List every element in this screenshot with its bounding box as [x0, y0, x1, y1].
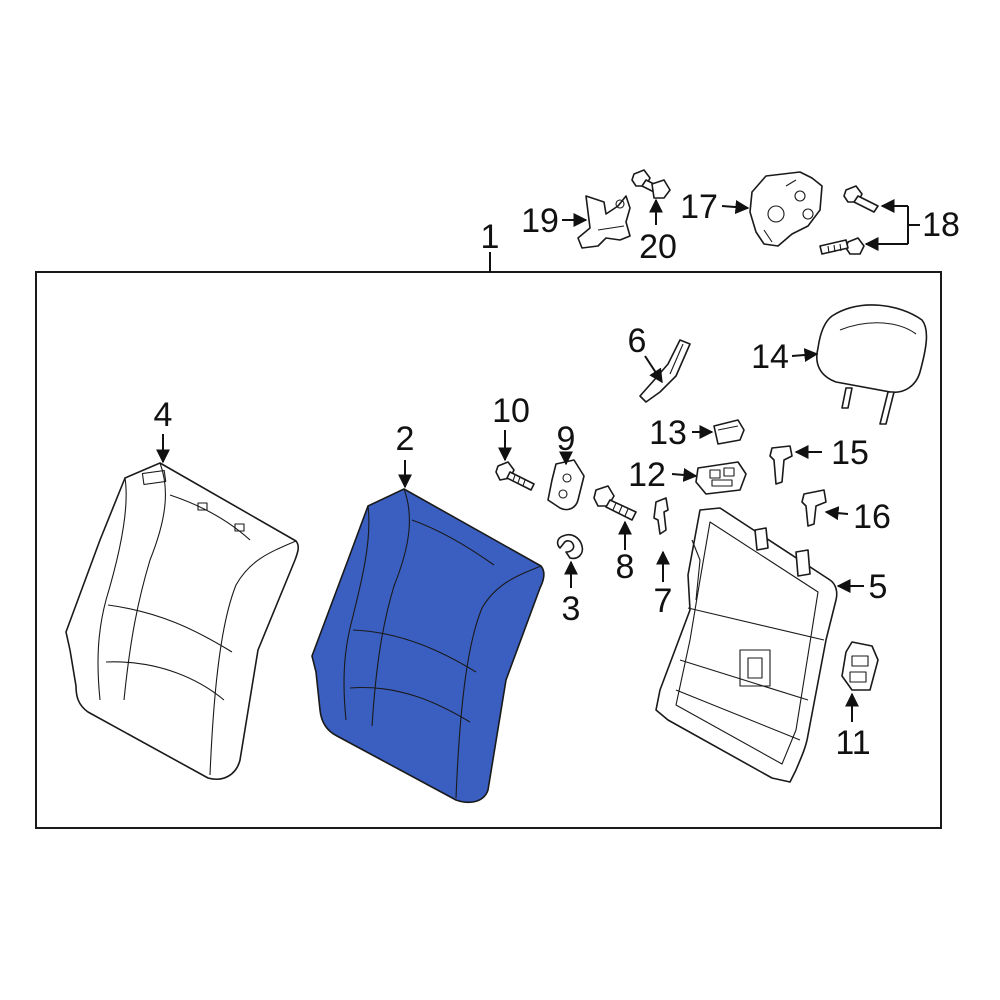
part-12-switch[interactable]: [695, 461, 747, 495]
leader-6: [644, 355, 663, 384]
part-4-seat-back-cover[interactable]: [65, 462, 300, 780]
part-9-bracket[interactable]: [547, 459, 585, 511]
part-13-guide[interactable]: [713, 419, 745, 445]
part-10-bolt[interactable]: [495, 461, 535, 491]
part-20-bolt[interactable]: [631, 169, 671, 199]
callout-15: 15: [831, 434, 869, 472]
part-3-clip[interactable]: [556, 533, 584, 560]
callout-18: 18: [922, 206, 960, 244]
leader-17: [721, 200, 750, 215]
callout-11: 11: [835, 724, 870, 762]
callout-19: 19: [521, 202, 559, 240]
part-14-headrest[interactable]: [816, 304, 928, 425]
leader-12: [671, 467, 698, 482]
part-18-bolts[interactable]: [819, 185, 879, 255]
part-8-bolt[interactable]: [593, 485, 637, 521]
callout-6: 6: [628, 322, 647, 360]
callout-7: 7: [654, 582, 673, 620]
part-15-guide[interactable]: [769, 445, 793, 485]
callout-2: 2: [396, 420, 415, 458]
callout-1: 1: [481, 218, 500, 256]
callout-14: 14: [751, 338, 789, 376]
callout-4: 4: [154, 396, 173, 434]
part-19-bracket[interactable]: [577, 195, 631, 249]
leader-16: [824, 506, 849, 521]
callout-16: 16: [853, 498, 891, 536]
callout-17: 17: [680, 188, 718, 226]
callout-9: 9: [557, 420, 576, 458]
assembly-frame: [35, 271, 942, 829]
leader-14: [791, 348, 819, 362]
callout-12: 12: [628, 456, 666, 494]
callout-5: 5: [869, 568, 888, 606]
part-7-guide[interactable]: [653, 497, 669, 535]
callout-10: 10: [492, 392, 530, 430]
part-2-seat-back-pad[interactable]: [311, 488, 545, 804]
part-11-latch-cover[interactable]: [841, 641, 879, 691]
callout-8: 8: [616, 548, 635, 586]
part-17-recliner[interactable]: [749, 171, 823, 247]
callout-20: 20: [639, 228, 677, 266]
part-6-trim[interactable]: [639, 339, 691, 403]
callout-3: 3: [562, 590, 581, 628]
part-16-guide[interactable]: [801, 489, 827, 527]
part-5-seat-back-frame[interactable]: [655, 507, 838, 783]
callout-13: 13: [649, 414, 687, 452]
